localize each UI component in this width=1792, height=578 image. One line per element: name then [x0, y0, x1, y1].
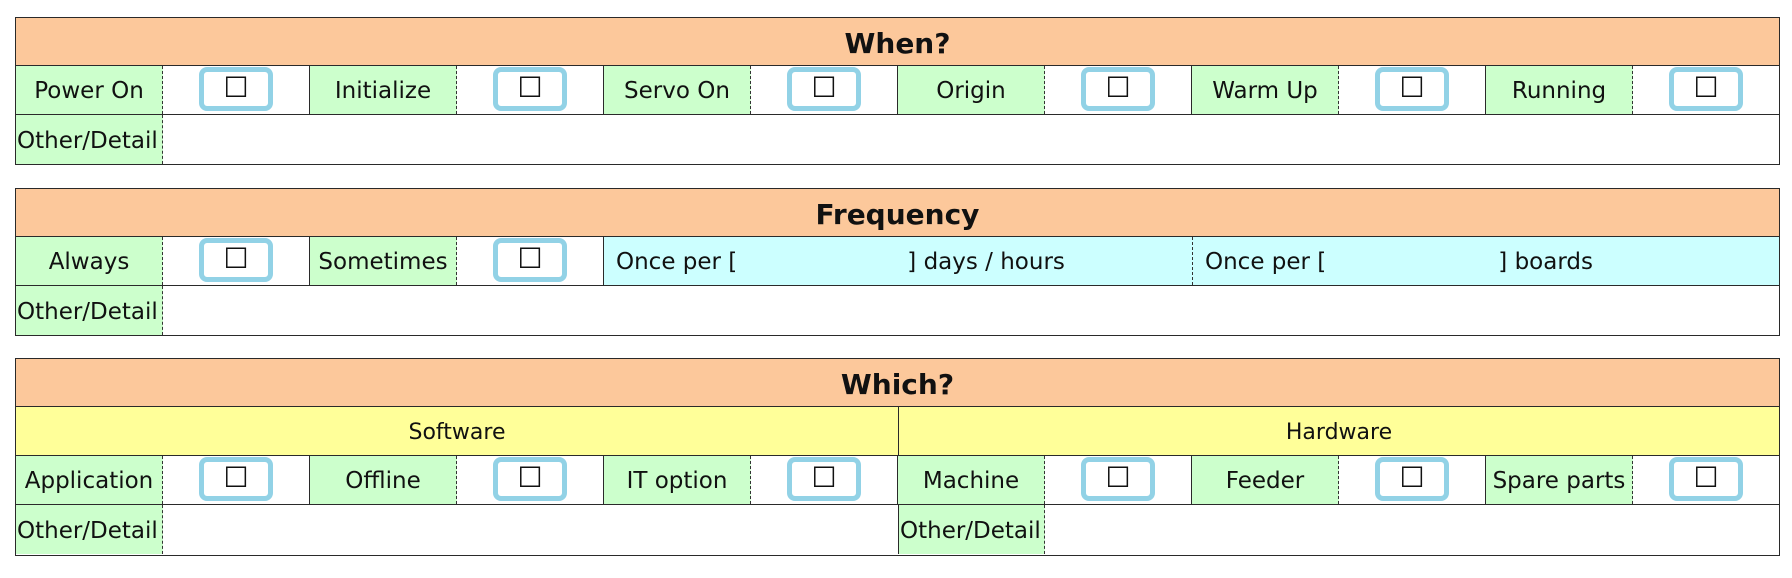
frequency-options-row: Always ☐ Sometimes ☐ Once per [ ] days /…	[16, 237, 1779, 286]
other-detail-label: Other/Detail	[16, 115, 163, 164]
checkbox-origin[interactable]: ☐	[1045, 66, 1192, 114]
option-label-initialize: Initialize	[310, 66, 457, 114]
hardware-other-detail-input[interactable]	[1045, 505, 1779, 554]
option-label-warm-up: Warm Up	[1192, 66, 1339, 114]
once-per-time-field[interactable]: Once per [ ] days / hours	[604, 237, 1192, 285]
checkbox-sometimes[interactable]: ☐	[457, 237, 604, 285]
checkbox-it-option[interactable]: ☐	[751, 456, 898, 504]
option-label-servo-on: Servo On	[604, 66, 751, 114]
checkbox-icon: ☐	[1375, 67, 1449, 111]
once-per-time-suffix: ] days / hours	[907, 249, 1065, 275]
option-label-sometimes: Sometimes	[310, 237, 457, 285]
other-detail-input[interactable]	[163, 115, 1779, 164]
frequency-detail-row: Other/Detail	[16, 286, 1779, 335]
checkbox-icon: ☐	[1081, 67, 1155, 111]
option-label-always: Always	[16, 237, 163, 285]
checkbox-icon: ☐	[1081, 457, 1155, 501]
option-label-running: Running	[1486, 66, 1633, 114]
checkbox-feeder[interactable]: ☐	[1339, 456, 1486, 504]
checkbox-icon: ☐	[199, 457, 273, 501]
checkbox-spare-parts[interactable]: ☐	[1633, 456, 1779, 504]
option-label-it-option: IT option	[604, 456, 751, 504]
checkbox-power-on[interactable]: ☐	[163, 66, 310, 114]
which-detail-row: Other/Detail Other/Detail	[16, 505, 1779, 554]
checkbox-running[interactable]: ☐	[1633, 66, 1779, 114]
checkbox-icon: ☐	[787, 457, 861, 501]
checkbox-icon: ☐	[493, 457, 567, 501]
checkbox-icon: ☐	[1375, 457, 1449, 501]
when-section: When? Power On ☐ Initialize ☐ Servo On ☐…	[15, 17, 1780, 165]
other-detail-label: Other/Detail	[16, 286, 163, 335]
hardware-subheader: Hardware	[898, 407, 1779, 456]
option-label-feeder: Feeder	[1192, 456, 1339, 504]
checkbox-icon: ☐	[787, 67, 861, 111]
once-per-boards-suffix: ] boards	[1498, 249, 1593, 275]
option-label-application: Application	[16, 456, 163, 504]
software-subheader: Software	[16, 407, 898, 456]
checkbox-warm-up[interactable]: ☐	[1339, 66, 1486, 114]
checkbox-application[interactable]: ☐	[163, 456, 310, 504]
frequency-section: Frequency Always ☐ Sometimes ☐ Once per …	[15, 188, 1780, 336]
checkbox-icon: ☐	[199, 238, 273, 282]
option-label-offline: Offline	[310, 456, 457, 504]
checkbox-icon: ☐	[1669, 67, 1743, 111]
frequency-title: Frequency	[16, 189, 1779, 237]
checkbox-servo-on[interactable]: ☐	[751, 66, 898, 114]
checkbox-offline[interactable]: ☐	[457, 456, 604, 504]
which-title: Which?	[16, 359, 1779, 407]
hardware-other-detail-label: Other/Detail	[898, 505, 1045, 554]
option-label-power-on: Power On	[16, 66, 163, 114]
checkbox-icon: ☐	[493, 238, 567, 282]
option-label-origin: Origin	[898, 66, 1045, 114]
software-other-detail-label: Other/Detail	[16, 505, 163, 554]
once-per-boards-field[interactable]: Once per [ ] boards	[1192, 237, 1779, 285]
checkbox-icon: ☐	[493, 67, 567, 111]
checkbox-icon: ☐	[1669, 457, 1743, 501]
software-other-detail-input[interactable]	[163, 505, 898, 554]
checkbox-always[interactable]: ☐	[163, 237, 310, 285]
option-label-machine: Machine	[898, 456, 1045, 504]
which-options-row: Application ☐ Offline ☐ IT option ☐ Mach…	[16, 456, 1779, 505]
checkbox-icon: ☐	[199, 67, 273, 111]
other-detail-input[interactable]	[163, 286, 1779, 335]
when-options-row: Power On ☐ Initialize ☐ Servo On ☐ Origi…	[16, 66, 1779, 115]
when-detail-row: Other/Detail	[16, 115, 1779, 164]
once-per-time-prefix: Once per [	[616, 249, 738, 275]
once-per-boards-prefix: Once per [	[1205, 249, 1327, 275]
checkbox-initialize[interactable]: ☐	[457, 66, 604, 114]
checkbox-machine[interactable]: ☐	[1045, 456, 1192, 504]
which-section: Which? Software Hardware Application ☐ O…	[15, 358, 1780, 556]
when-title: When?	[16, 18, 1779, 66]
option-label-spare-parts: Spare parts	[1486, 456, 1633, 504]
